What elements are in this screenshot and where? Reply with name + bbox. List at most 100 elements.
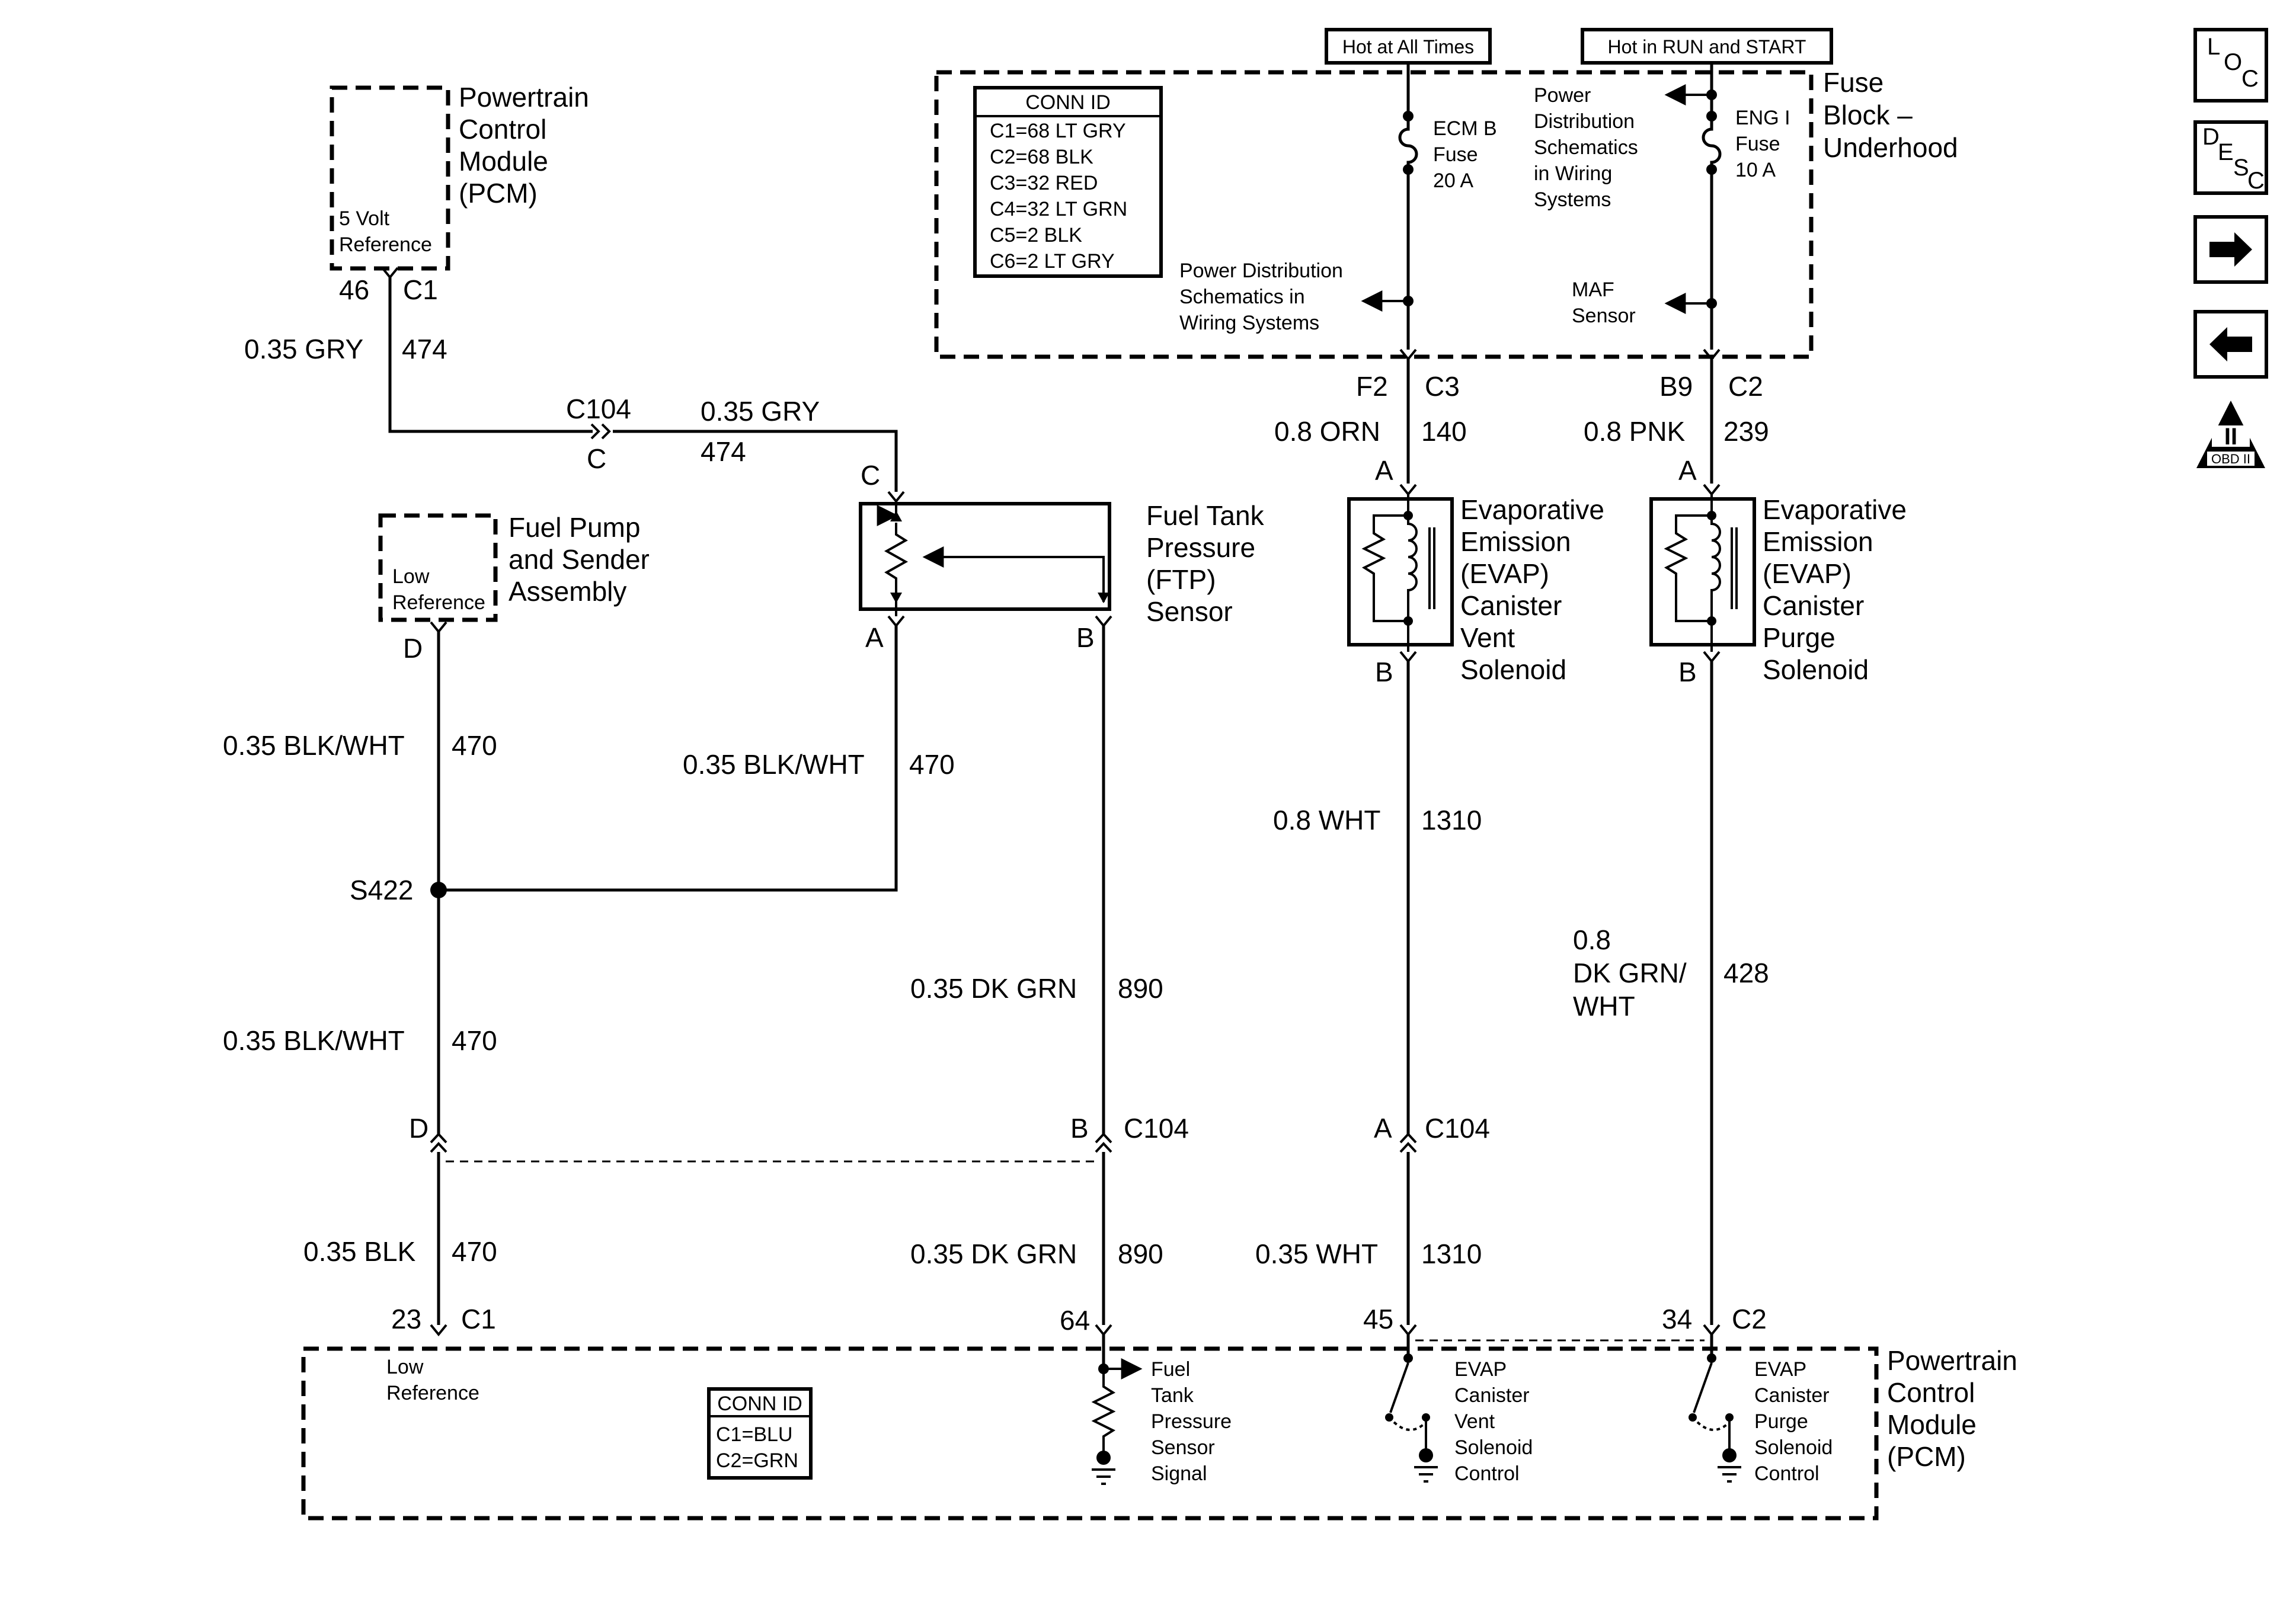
ftp-pin-b: B: [1076, 622, 1095, 653]
wire-470b-circuit: 470: [909, 749, 955, 780]
pcm-top-connector: C1: [403, 274, 438, 305]
ftp-title-4: Sensor: [1146, 596, 1233, 627]
purge-title-1: Evaporative: [1763, 494, 1907, 525]
ftp-signal-2: Tank: [1151, 1384, 1194, 1407]
desc-char-c: C: [2247, 168, 2265, 194]
wire-474-circuit: 474: [701, 436, 746, 467]
ftp-pin-a: A: [865, 622, 884, 653]
fuse-conn-row-2: C2=68 BLK: [990, 146, 1093, 168]
obd-text: OBD II: [2211, 452, 2250, 466]
ftp-title-3: (FTP): [1146, 564, 1216, 595]
vent-ctrl-5: Control: [1454, 1462, 1520, 1485]
pcm-conn-id-title: CONN ID: [717, 1393, 802, 1415]
wire-428-color-2: DK GRN/: [1573, 958, 1687, 988]
fuse-conn-row-6: C6=2 LT GRY: [990, 250, 1115, 273]
pcm-top: Powertrain Control Module (PCM) 5 Volt R…: [330, 82, 589, 305]
ftp-title-1: Fuel Tank: [1146, 500, 1265, 531]
eng-i-fuse-1: ENG I: [1735, 107, 1790, 129]
purge-title-6: Solenoid: [1763, 654, 1869, 685]
vent-ground-icon: [1414, 1466, 1438, 1483]
wire-239-circuit: 239: [1723, 416, 1769, 447]
wire-140-color: 0.8 ORN: [1274, 416, 1380, 447]
wire-890a-circuit: 890: [1118, 973, 1163, 1004]
vent-ctrl-2: Canister: [1454, 1384, 1530, 1407]
right-arrow-icon: [2209, 232, 2252, 267]
vent-solenoid-coil-icon: [1361, 494, 1409, 652]
vent-solenoid-box: [1347, 497, 1454, 646]
wire-474-color: 0.35 GRY: [701, 396, 820, 427]
ftp-signal-1: Fuel: [1151, 1358, 1190, 1381]
pcm-conn-id-table: [707, 1387, 813, 1480]
wire-470c-circuit: 470: [452, 1025, 497, 1056]
fuse-block-title-1: Fuse: [1823, 67, 1884, 98]
nav-next-button[interactable]: [2193, 215, 2268, 284]
fuse-conn-row-3: C3=32 RED: [990, 172, 1098, 194]
eng-i-fuse-3: 10 A: [1735, 159, 1776, 181]
ftp-sensor-box: [859, 502, 1111, 611]
pcm-conn-c1: C1: [461, 1304, 496, 1334]
fuel-pump-pin: D: [403, 633, 423, 664]
wire-239-color: 0.8 PNK: [1584, 416, 1686, 447]
nav-prev-button[interactable]: [2193, 310, 2268, 379]
vent-ctrl-4: Solenoid: [1454, 1436, 1533, 1459]
fuse-block-title-2: Block –: [1823, 100, 1913, 130]
fuse-conn-row-1: C1=68 LT GRY: [990, 120, 1126, 142]
eng-i-fuse-2: Fuse: [1735, 133, 1780, 155]
obd-roman: II: [2224, 424, 2237, 450]
evap-purge-solenoid: A B Evaporative Emission (EVAP) Canister…: [1649, 455, 1907, 687]
pcm-top-title-4: (PCM): [459, 178, 538, 209]
wire-470-ftp: [439, 626, 898, 892]
pd2-line-4: in Wiring: [1534, 162, 1612, 185]
vent-title-4: Canister: [1460, 590, 1562, 621]
wire-1310a-circuit: 1310: [1421, 805, 1482, 836]
pd2-line-5: Systems: [1534, 188, 1611, 211]
pcm-low-ref-2: Reference: [386, 1382, 479, 1404]
pd1-line-2: Schematics in: [1179, 286, 1305, 308]
nav-loc-button[interactable]: L O C: [2193, 28, 2268, 103]
wire-890a-color: 0.35 DK GRN: [910, 973, 1077, 1004]
wire-1310b-circuit: 1310: [1421, 1238, 1482, 1269]
fuse-block: Fuse Block – Underhood CONN ID C1=68 LT …: [934, 28, 1958, 402]
wire-470a-circuit: 470: [452, 730, 497, 761]
splice-label: S422: [350, 875, 413, 905]
pd1-line-1: Power Distribution: [1179, 260, 1343, 282]
ftp-signal-4: Sensor: [1151, 1436, 1215, 1459]
hot-in-run-start: Hot in RUN and START: [1608, 36, 1806, 57]
c104-cav-a: A: [1374, 1113, 1392, 1144]
wire-428-circuit: 428: [1723, 958, 1769, 988]
loc-char-l: L: [2207, 34, 2220, 60]
purge-solenoid-box: [1649, 497, 1756, 646]
pcm-conn-row-1: C1=BLU: [716, 1423, 792, 1446]
vent-title-5: Vent: [1460, 622, 1515, 653]
purge-ctrl-3: Purge: [1754, 1410, 1808, 1433]
ftp-signal-3: Pressure: [1151, 1410, 1232, 1433]
ftp-title-2: Pressure: [1146, 532, 1255, 563]
purge-title-3: (EVAP): [1763, 558, 1851, 589]
pd2-line-2: Distribution: [1534, 110, 1635, 133]
fuel-pump-ref-2: Reference: [392, 591, 485, 614]
wire-428-color-1: 0.8: [1573, 924, 1611, 955]
fuse-out2-conn: C2: [1728, 371, 1763, 402]
vent-ctrl-1: EVAP: [1454, 1358, 1507, 1381]
maf-line-1: MAF: [1572, 279, 1614, 301]
pcm-pin-45: 45: [1363, 1304, 1393, 1334]
wire-470d-circuit: 470: [452, 1236, 497, 1267]
nav-obd-button[interactable]: II OBD II: [2196, 401, 2265, 468]
desc-char-e: E: [2218, 139, 2234, 165]
pd2-line-3: Schematics: [1534, 136, 1638, 159]
ecm-b-fuse-3: 20 A: [1433, 169, 1473, 192]
desc-char-s: S: [2233, 155, 2249, 181]
hot-at-all-times: Hot at All Times: [1342, 36, 1474, 57]
purge-ctrl-4: Solenoid: [1754, 1436, 1833, 1459]
pcm-top-title-2: Control: [459, 114, 546, 145]
ftp-resistor-icon: [884, 523, 909, 593]
pcm-pin-23: 23: [391, 1304, 421, 1334]
desc-char-d: D: [2202, 124, 2220, 150]
fuse-conn-id-title: CONN ID: [1025, 91, 1111, 114]
nav-desc-button[interactable]: D E S C: [2193, 120, 2268, 195]
wire-474-circuit-top: 474: [402, 334, 447, 364]
vent-pin-b: B: [1375, 657, 1393, 687]
loc-char-c: C: [2241, 66, 2259, 92]
wire-470d-color: 0.35 BLK: [303, 1236, 416, 1267]
fuse-block-box: [934, 70, 1814, 359]
